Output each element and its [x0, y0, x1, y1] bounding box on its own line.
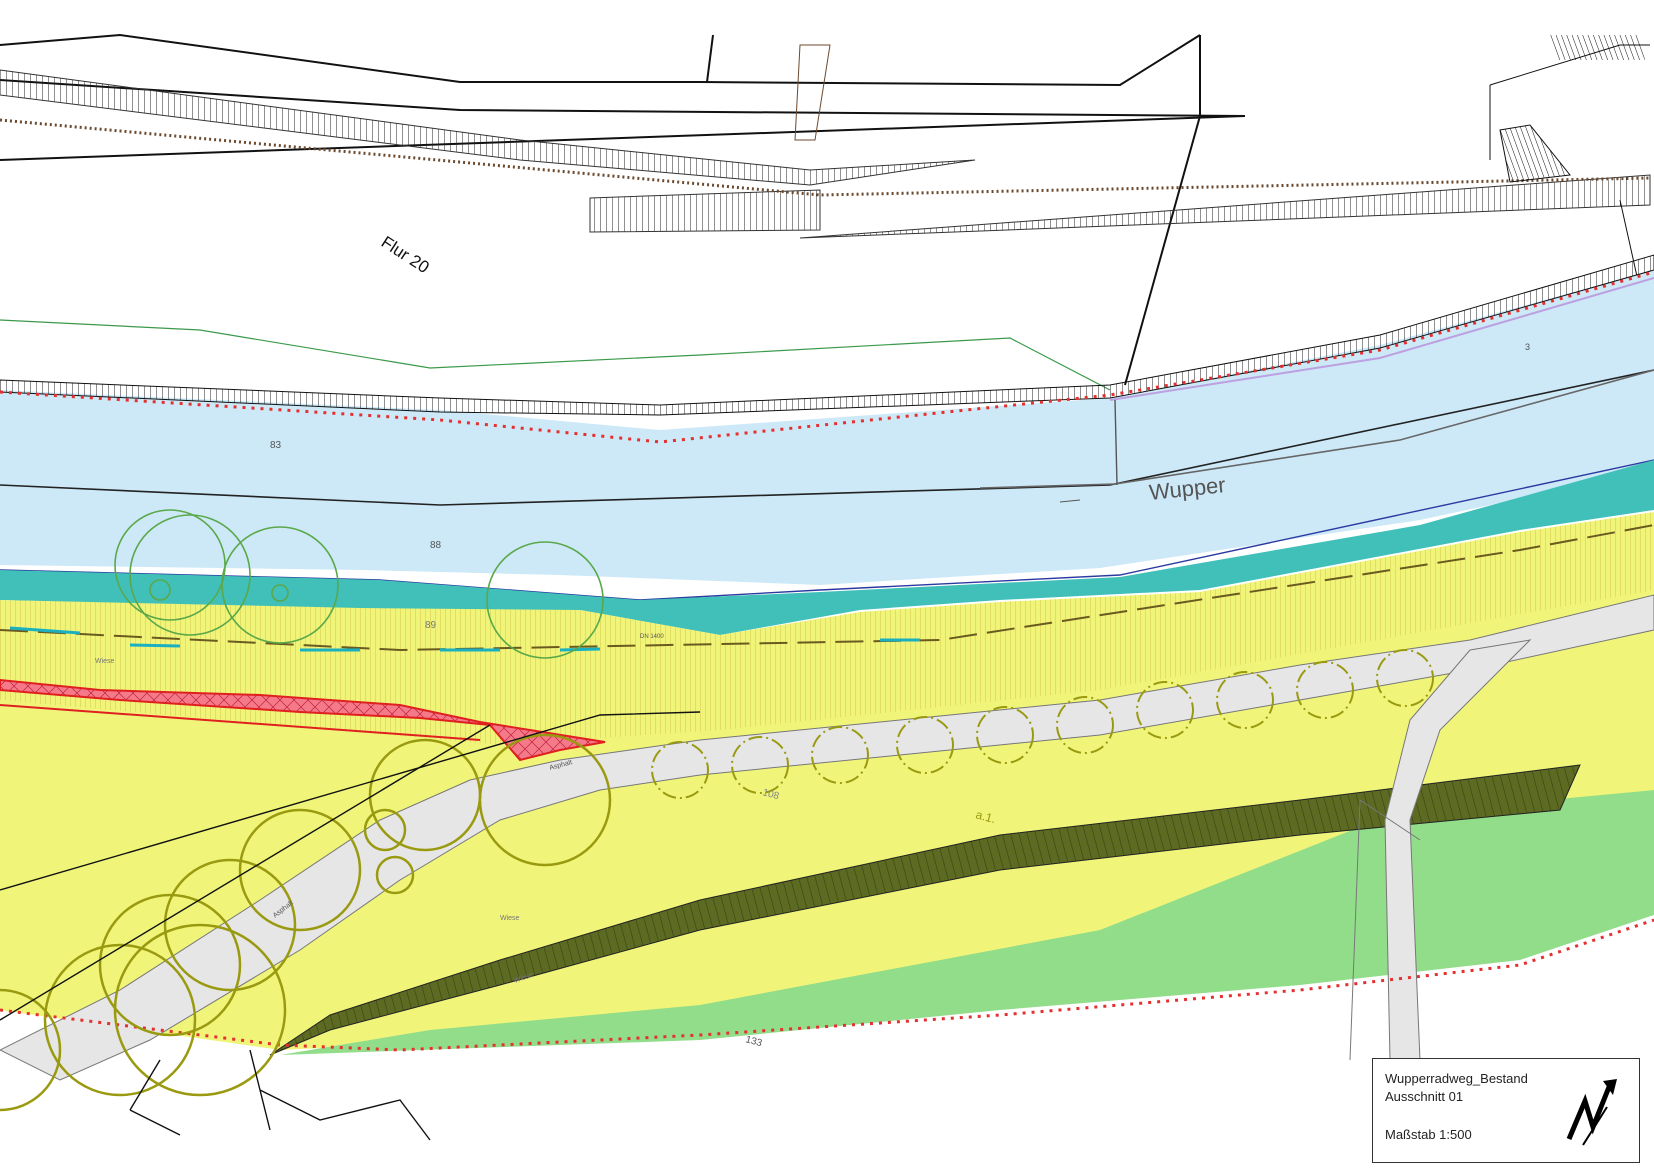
tree-canopies	[0, 733, 612, 1112]
meadow-label-2: Wiese	[500, 915, 520, 922]
parcel-label-88: 88	[430, 540, 442, 551]
title-block: Wupperradweg_Bestand Ausschnitt 01 Maßst…	[1372, 1058, 1640, 1163]
river-area	[0, 270, 1654, 585]
green-area	[280, 790, 1654, 1055]
tree-row	[651, 649, 1434, 799]
pipe-lines	[0, 524, 1654, 652]
tree-canopies-green	[114, 509, 604, 659]
parcel-label-89: 89	[425, 620, 437, 631]
cycle-path	[0, 594, 1654, 1081]
riverbank-hatch-north	[0, 254, 1654, 416]
river-lines	[0, 369, 1654, 601]
plan-title: Wupperradweg_Bestand	[1385, 1071, 1528, 1086]
green-boundary-line	[0, 319, 1111, 391]
parcel-label-108: 108	[761, 787, 780, 802]
pipe-label: DN 1400	[640, 634, 664, 640]
parcel-label-133: 133	[744, 1034, 763, 1049]
note-label: a.1.	[974, 807, 997, 826]
parcel-label-83: 83	[270, 440, 282, 451]
parcel-label-3: 3	[1525, 342, 1530, 352]
cadastral-lines	[0, 33, 1246, 386]
north-arrow-icon	[1566, 1079, 1617, 1146]
plan-scale: Maßstab 1:500	[1385, 1127, 1472, 1142]
flur-label: Flur 20	[378, 232, 433, 277]
plan-subtitle: Ausschnitt 01	[1385, 1089, 1464, 1104]
meadow-label-1: Wiese	[95, 658, 115, 665]
misc-lines	[0, 711, 701, 1141]
embankment-hatch-top	[0, 35, 1651, 291]
water-edge-strip	[0, 460, 1654, 635]
